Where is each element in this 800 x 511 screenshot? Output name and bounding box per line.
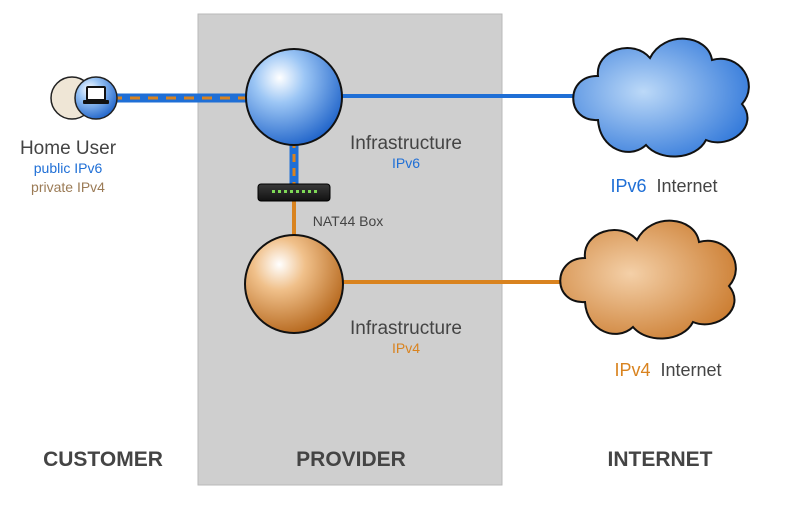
home-user-private-ipv4: private IPv4 <box>31 179 105 195</box>
ipv4-internet-word: Internet <box>661 360 722 380</box>
home-user-title: Home User <box>20 138 117 159</box>
nat44-box-icon <box>257 183 331 202</box>
provider-region <box>197 13 503 486</box>
ipv4-internet-proto: IPv4 <box>614 360 650 380</box>
section-internet: INTERNET <box>608 448 713 471</box>
ipv6-infrastructure-sphere <box>245 48 343 146</box>
ipv4-cloud-icon <box>559 219 737 340</box>
ipv6-infra-title: Infrastructure <box>350 133 462 154</box>
section-provider: PROVIDER <box>296 448 406 471</box>
ipv6-cloud-icon <box>572 37 750 158</box>
section-customer: CUSTOMER <box>43 448 163 471</box>
ipv4-infra-title: Infrastructure <box>350 318 462 339</box>
home-user-icon <box>50 76 118 120</box>
ipv6-internet-proto: IPv6 <box>610 176 646 196</box>
ipv6-internet-word: Internet <box>657 176 718 196</box>
ipv4-infra-sub: IPv4 <box>392 340 420 356</box>
nat44-box-label: NAT44 Box <box>313 213 384 229</box>
ipv4-infrastructure-sphere <box>244 234 344 334</box>
ipv4-internet-label: IPv4 Internet <box>614 360 721 380</box>
home-user-public-ipv6: public IPv6 <box>34 160 103 176</box>
ipv6-infra-sub: IPv6 <box>392 155 420 171</box>
ipv6-internet-label: IPv6 Internet <box>610 176 717 196</box>
